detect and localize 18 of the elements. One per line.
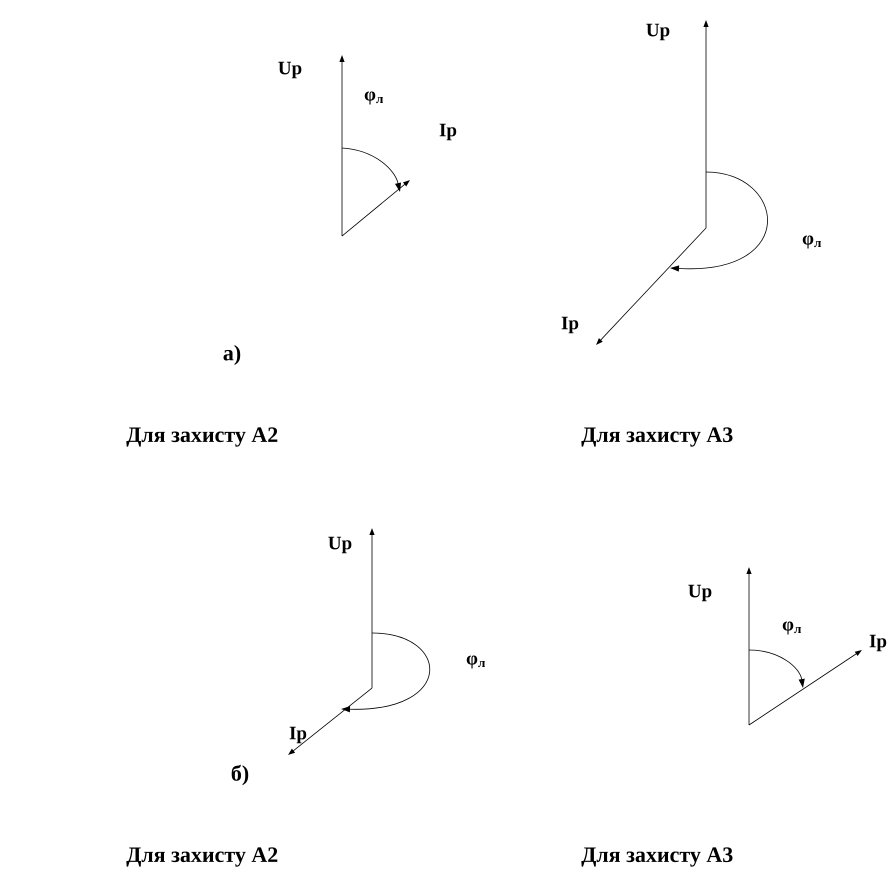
panel-label: а) [224,345,240,365]
caption: Для захисту А3 [581,847,732,867]
vector-label: Ip [290,726,306,744]
caption: Для захисту А3 [581,427,732,447]
panel-label: б) [232,764,248,786]
vector-label: Up [688,584,712,602]
vector-label: Ip [440,124,456,140]
caption: Для захисту А2 [126,427,278,447]
vector-label: Up [646,24,670,40]
vector-label: Ip [562,316,578,334]
angle-label: φ$_{л}$ [782,622,802,635]
vector-label: Up [328,536,352,554]
caption: Для захисту А2 [126,847,278,867]
vector-label: Up [278,62,302,78]
angle-label: φ$_{л}$ [364,92,384,104]
angle-label: φ$_{л}$ [466,656,486,669]
vector-label: Ip [870,634,886,652]
angle-label: φ$_{л}$ [802,236,822,248]
